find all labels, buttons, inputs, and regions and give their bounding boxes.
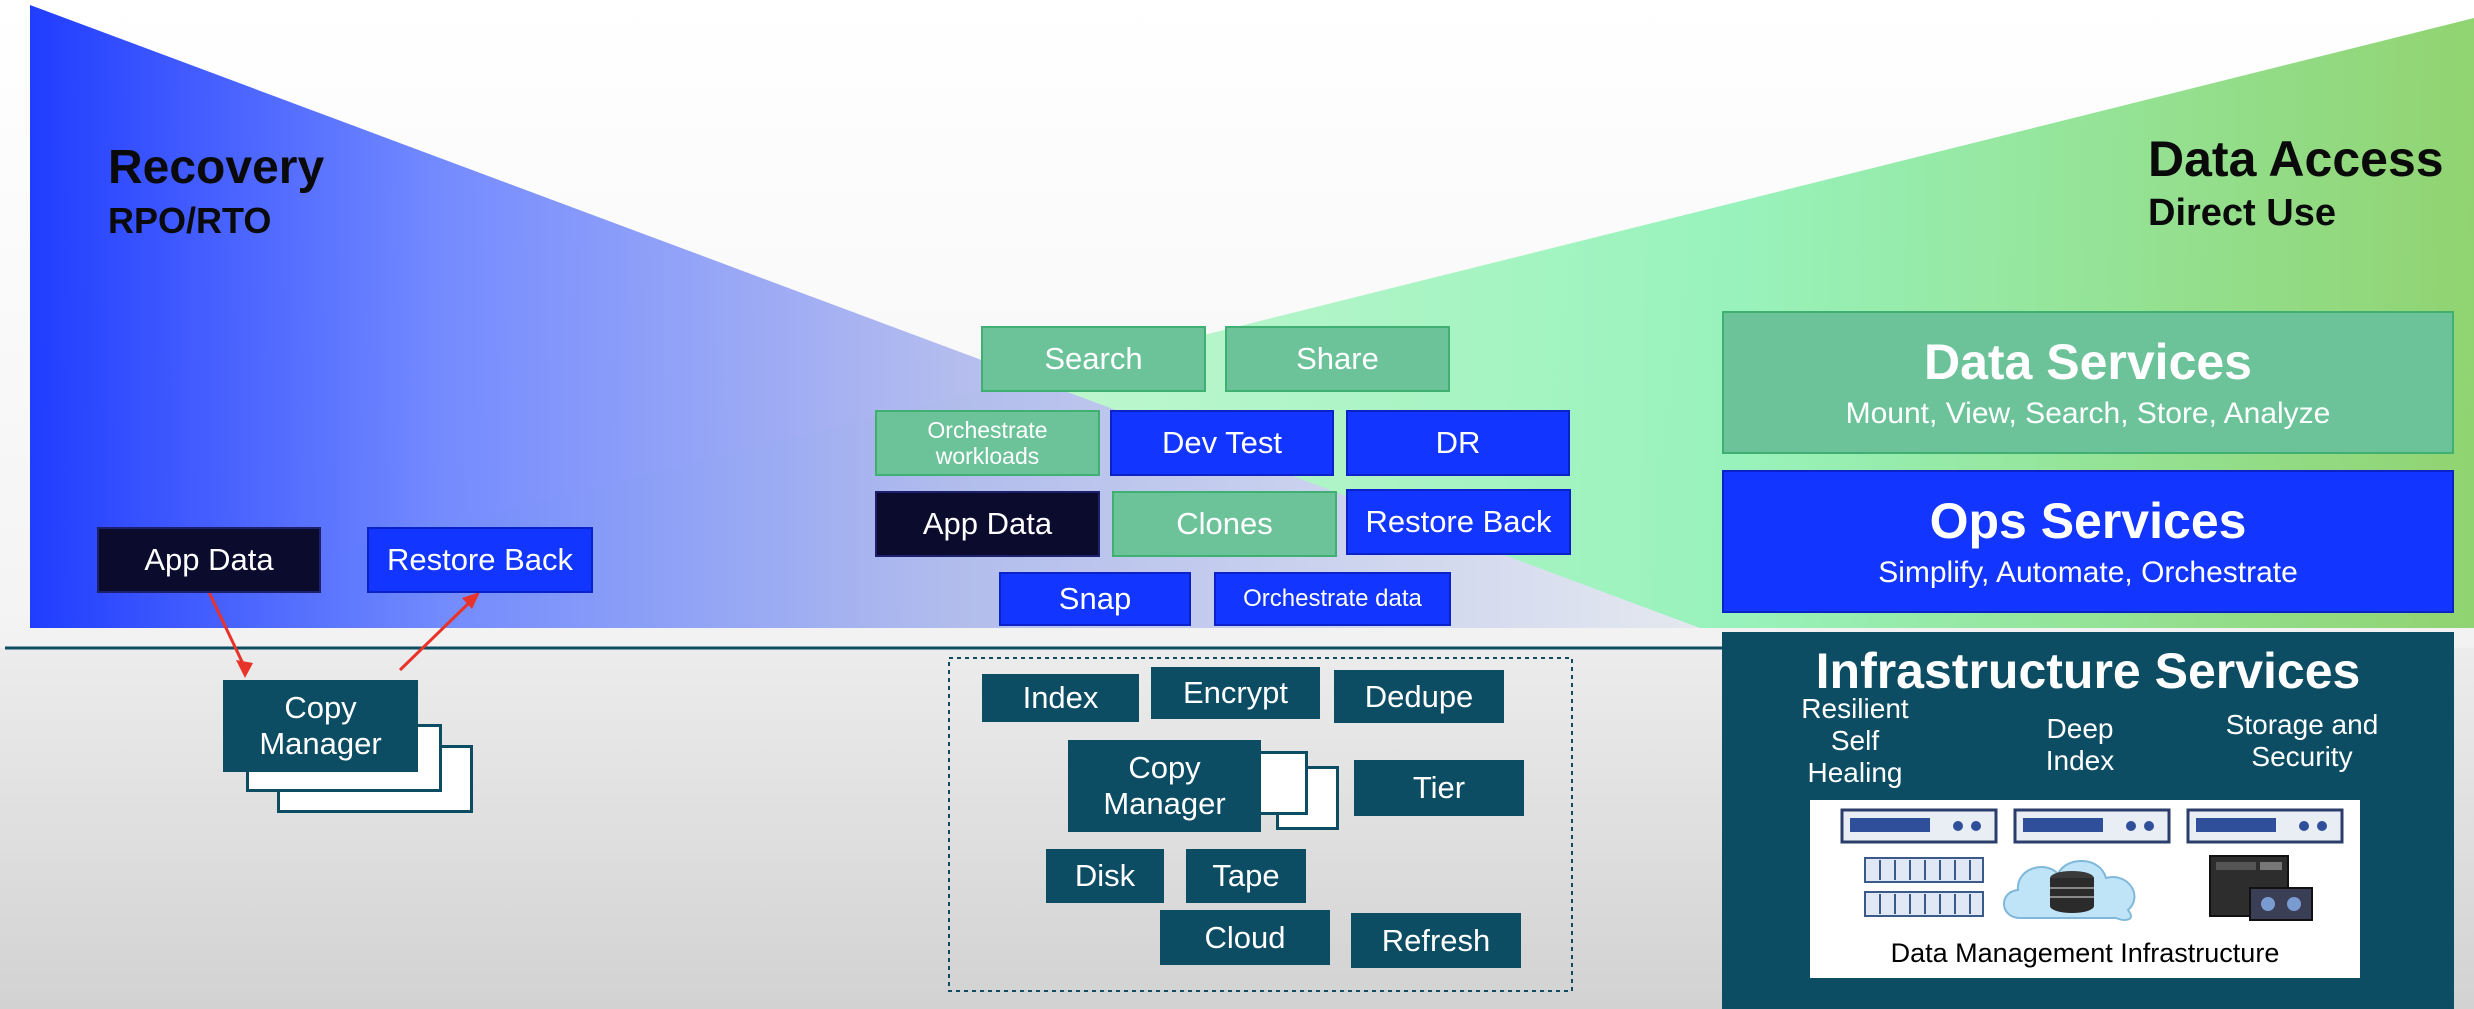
left-app-data-box: App Data bbox=[97, 527, 321, 593]
clones-box: Clones bbox=[1112, 491, 1337, 557]
ops-services-title: Ops Services bbox=[1929, 492, 2247, 549]
server-icon bbox=[2186, 808, 2344, 844]
tape-box: Tape bbox=[1186, 849, 1306, 903]
infra-col1-line2: Self Healing bbox=[1807, 724, 1903, 789]
left-restore-back-box: Restore Back bbox=[367, 527, 593, 593]
server-icon bbox=[2013, 808, 2171, 844]
recovery-subtitle: RPO/RTO bbox=[108, 200, 272, 241]
infrastructure-image-panel: Data Management Infrastructure bbox=[1810, 800, 2360, 978]
infrastructure-services-title: Infrastructure Services bbox=[1815, 643, 2361, 699]
center-restore-back-box: Restore Back bbox=[1346, 489, 1571, 555]
orchestrate-data-box: Orchestrate data bbox=[1214, 572, 1451, 626]
center-copy-manager-box: Copy Manager bbox=[1068, 740, 1261, 832]
dr-box: DR bbox=[1346, 410, 1570, 476]
orchestrate-workloads-box: Orchestrate workloads bbox=[875, 410, 1100, 476]
data-services-subtitle: Mount, View, Search, Store, Analyze bbox=[1845, 397, 2331, 430]
infra-col3-line2: Security bbox=[2251, 741, 2353, 772]
tape-library-icon bbox=[2209, 855, 2313, 921]
center-copy-manager-line2: Manager bbox=[1103, 786, 1226, 821]
data-access-title: Data Access bbox=[2148, 131, 2444, 187]
center-copy-manager-line1: Copy bbox=[1128, 750, 1201, 786]
dedupe-box: Dedupe bbox=[1334, 670, 1504, 723]
data-services-title: Data Services bbox=[1923, 333, 2252, 390]
left-copy-manager-line2: Manager bbox=[259, 726, 382, 761]
data-access-subtitle: Direct Use bbox=[2148, 192, 2336, 234]
center-app-data-box: App Data bbox=[875, 491, 1100, 557]
server-icon bbox=[1840, 808, 1998, 844]
cloud-database-icon bbox=[2003, 860, 2136, 921]
infrastructure-illustration bbox=[1840, 808, 2344, 921]
recovery-title: Recovery bbox=[108, 141, 325, 194]
dev-test-box: Dev Test bbox=[1110, 410, 1334, 476]
storage-array-icon bbox=[1864, 857, 1984, 917]
infrastructure-caption: Data Management Infrastructure bbox=[1890, 938, 2280, 968]
orchestrate-workloads-line1: Orchestrate bbox=[927, 416, 1048, 443]
infra-col2-line2: Index bbox=[2045, 745, 2115, 776]
infra-col2-line1: Deep bbox=[2046, 712, 2114, 744]
ops-services-subtitle: Simplify, Automate, Orchestrate bbox=[1878, 556, 2298, 589]
cloud-box: Cloud bbox=[1160, 910, 1330, 965]
encrypt-box: Encrypt bbox=[1151, 667, 1320, 719]
index-box: Index bbox=[982, 674, 1139, 722]
disk-box: Disk bbox=[1046, 849, 1164, 903]
left-copy-manager-box: Copy Manager bbox=[223, 680, 418, 772]
ops-services-panel: Ops Services Simplify, Automate, Orchest… bbox=[1722, 470, 2454, 613]
infra-deep-index-label: Deep Index bbox=[2020, 710, 2140, 780]
infra-col1-line1: Resilient bbox=[1801, 692, 1909, 724]
infrastructure-services-panel: Infrastructure Services Resilient Self H… bbox=[1722, 632, 2454, 1009]
left-copy-manager-line1: Copy bbox=[284, 690, 357, 726]
search-box: Search bbox=[981, 326, 1206, 392]
refresh-box: Refresh bbox=[1351, 913, 1521, 968]
infra-storage-security-label: Storage and Security bbox=[2212, 706, 2392, 776]
snap-box: Snap bbox=[999, 572, 1191, 626]
orchestrate-workloads-line2: workloads bbox=[935, 443, 1040, 469]
share-box: Share bbox=[1225, 326, 1450, 392]
tier-box: Tier bbox=[1354, 760, 1524, 816]
data-services-panel: Data Services Mount, View, Search, Store… bbox=[1722, 311, 2454, 454]
infra-resilient-label: Resilient Self Healing bbox=[1780, 693, 1930, 788]
infra-col3-line1: Storage and bbox=[2225, 708, 2379, 740]
